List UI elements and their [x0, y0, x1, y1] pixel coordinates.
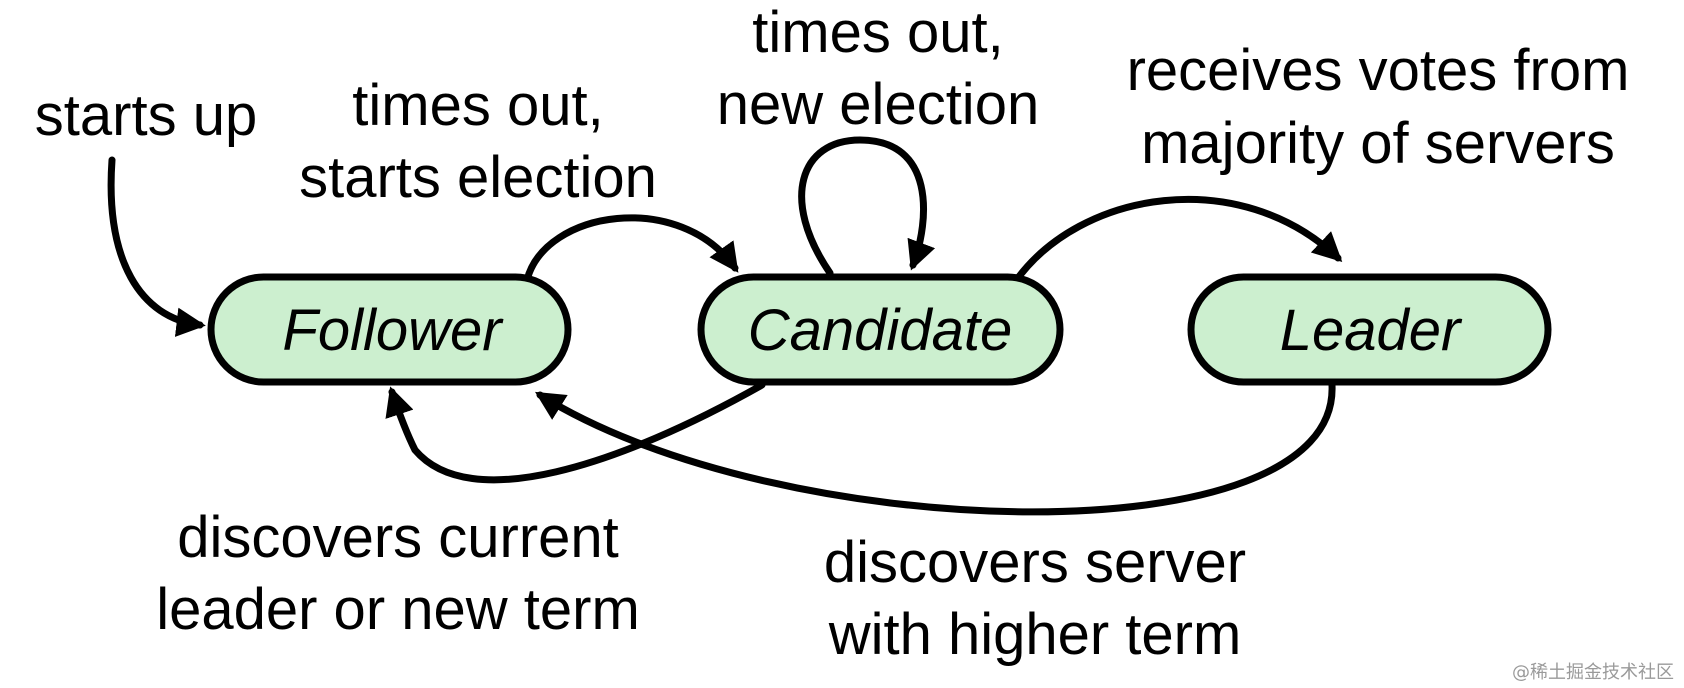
state-leader: Leader — [1187, 273, 1552, 386]
state-follower-label: Follower — [282, 298, 504, 363]
state-candidate: Candidate — [697, 273, 1064, 386]
label-follower-timeout-line-2: starts election — [299, 145, 657, 210]
label-discovers-current-line-1: discovers current — [177, 505, 619, 570]
label-starts-up: starts up — [35, 83, 257, 148]
label-discovers-server-line-2: with higher term — [828, 602, 1242, 667]
label-discovers-current-line-2: leader or new term — [156, 577, 640, 642]
state-leader-shape — [1187, 273, 1552, 386]
state-leader-label: Leader — [1280, 298, 1463, 363]
label-follower-timeout-line-1: times out, — [352, 73, 603, 138]
edge-follower-to-candidate — [523, 214, 739, 284]
label-candidate-timeout-line-1: times out, — [752, 0, 1003, 65]
label-candidate-timeout-line-2: new election — [717, 72, 1039, 137]
state-candidate-shape — [697, 273, 1064, 386]
edge-start-to-follower — [107, 156, 206, 337]
watermark-text: @稀土掘金技术社区 — [1512, 662, 1674, 683]
label-receives-votes-line-1: receives votes from — [1127, 38, 1630, 103]
label-receives-votes-line-2: majority of servers — [1141, 111, 1615, 176]
edge-leader-to-follower — [535, 381, 1336, 516]
state-candidate-label: Candidate — [748, 298, 1012, 363]
state-follower: Follower — [207, 273, 572, 386]
state-follower-shape — [207, 273, 572, 386]
edge-candidate-to-follower — [385, 381, 766, 484]
edge-candidate-to-leader — [1011, 195, 1343, 286]
edge-candidate-self-loop — [798, 136, 936, 277]
label-discovers-server-line-1: discovers server — [824, 530, 1246, 595]
